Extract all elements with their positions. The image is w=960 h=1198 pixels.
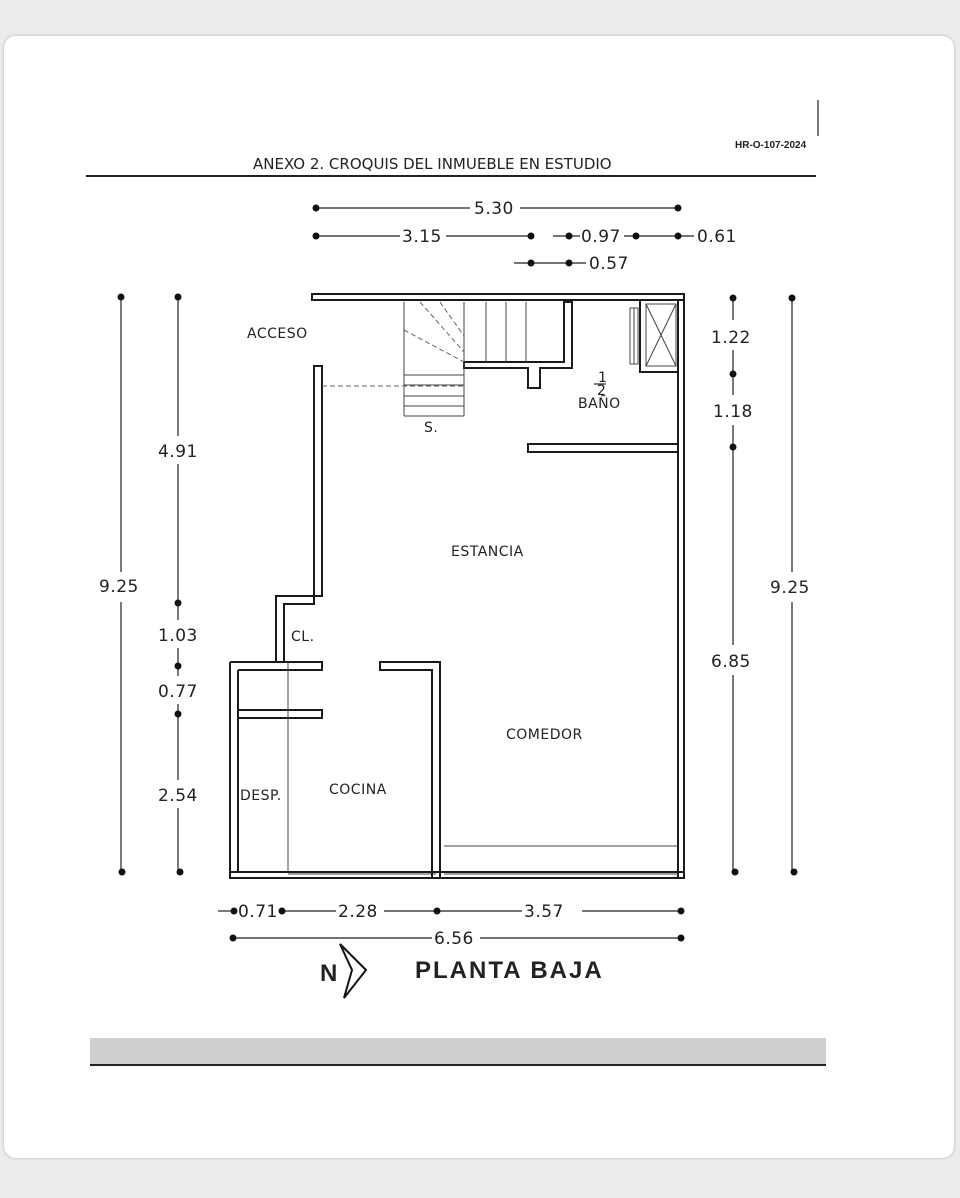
room-estancia: ESTANCIA bbox=[451, 544, 524, 560]
footer-band bbox=[90, 1038, 826, 1064]
dim-left-d: 2.54 bbox=[158, 786, 198, 806]
dim-left-b: 1.03 bbox=[158, 626, 198, 646]
page-title: ANEXO 2. CROQUIS DEL INMUEBLE EN ESTUDIO bbox=[253, 155, 612, 173]
dim-right-c: 6.85 bbox=[711, 652, 751, 672]
bottom-dimensions: 0.71 2.28 3.57 6.56 bbox=[218, 902, 685, 949]
dim-left-total: 9.25 bbox=[99, 577, 139, 597]
ref-code: HR-O-107-2024 bbox=[735, 140, 807, 151]
north-arrow-icon: N bbox=[320, 943, 368, 999]
dim-bottom-total: 6.56 bbox=[434, 929, 474, 949]
dim-top-b: 0.97 bbox=[581, 227, 621, 247]
room-cocina: COCINA bbox=[329, 782, 387, 798]
dim-top-d: 0.57 bbox=[589, 254, 629, 274]
dim-bottom-b: 2.28 bbox=[338, 902, 378, 922]
dim-right-b: 1.18 bbox=[713, 402, 753, 422]
half-bath-denominator: 2 bbox=[597, 383, 606, 399]
dim-left-a: 4.91 bbox=[158, 442, 198, 462]
stairs bbox=[322, 301, 527, 417]
dim-right-a: 1.22 bbox=[711, 328, 751, 348]
room-acceso: ACCESO bbox=[247, 326, 308, 342]
document-page bbox=[4, 36, 954, 1158]
half-bath-numerator: 1 bbox=[598, 370, 607, 386]
room-bano: BAÑO bbox=[578, 395, 621, 412]
stairs-label: S. bbox=[424, 420, 438, 436]
room-comedor: COMEDOR bbox=[506, 727, 583, 743]
right-dimensions: 1.22 1.18 6.85 9.25 bbox=[711, 294, 810, 876]
walls bbox=[229, 293, 685, 879]
left-dimensions: 9.25 4.91 1.03 0.77 2.54 bbox=[99, 293, 198, 876]
dim-top-a: 3.15 bbox=[402, 227, 442, 247]
dim-left-c: 0.77 bbox=[158, 682, 198, 702]
room-desp: DESP. bbox=[240, 788, 282, 804]
dim-bottom-c: 3.57 bbox=[524, 902, 564, 922]
north-label: N bbox=[320, 960, 339, 987]
plan-title: PLANTA BAJA bbox=[415, 957, 604, 984]
top-dimensions: 5.30 3.15 0.97 0.61 0.57 bbox=[312, 199, 737, 274]
dim-right-total: 9.25 bbox=[770, 578, 810, 598]
dim-bottom-a: 0.71 bbox=[238, 902, 278, 922]
room-closet: CL. bbox=[291, 629, 315, 645]
dim-top-total: 5.30 bbox=[474, 199, 514, 219]
dim-top-c: 0.61 bbox=[697, 227, 737, 247]
